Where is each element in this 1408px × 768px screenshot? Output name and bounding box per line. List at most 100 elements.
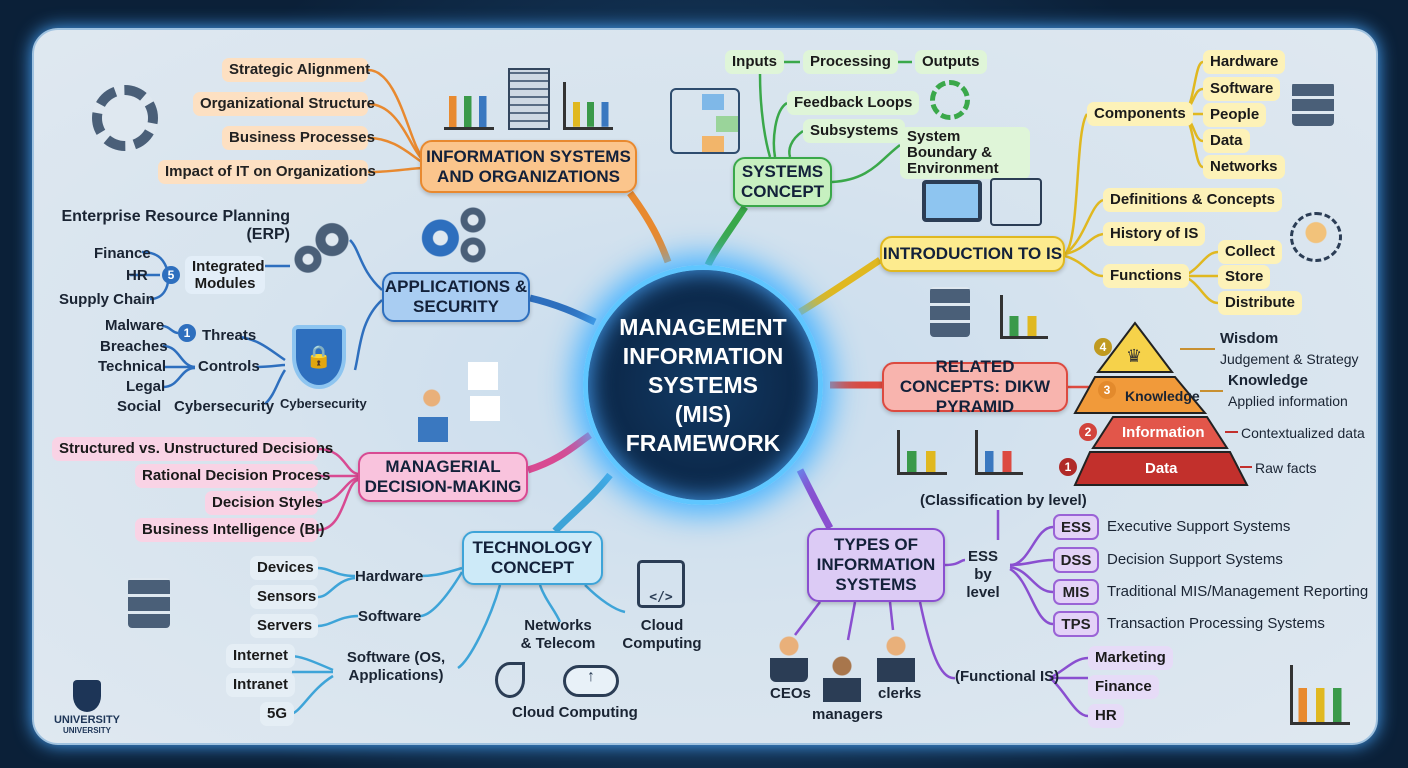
systems-title: SYSTEMS CONCEPT bbox=[740, 162, 825, 201]
security-item: Technical bbox=[98, 358, 167, 375]
hardware-item[interactable]: Servers bbox=[250, 614, 318, 638]
mis-badge[interactable]: MIS bbox=[1053, 579, 1099, 605]
dikw-title: RELATED CONCEPTS: DIKW PYRAMID bbox=[899, 357, 1051, 416]
office-building-icon bbox=[508, 68, 550, 130]
types-title: TYPES OF INFORMATION SYSTEMS bbox=[816, 535, 936, 594]
security-item: Malware bbox=[105, 317, 165, 334]
clerk-person-icon bbox=[877, 634, 915, 682]
history-item[interactable]: History of IS bbox=[1103, 222, 1206, 246]
classification-label: (Classification by level) bbox=[920, 492, 1087, 509]
hardware-item[interactable]: Sensors bbox=[250, 585, 318, 609]
pyramid-data bbox=[1073, 451, 1249, 486]
decision-item[interactable]: Business Intelligence (BI) bbox=[135, 518, 325, 542]
hardware-label: Hardware bbox=[355, 568, 424, 585]
controls-label: Controls bbox=[198, 358, 260, 375]
laptop-icon bbox=[922, 180, 982, 222]
tps-badge[interactable]: TPS bbox=[1053, 611, 1099, 637]
crown-icon: ♛ bbox=[1126, 346, 1143, 366]
satellite-dish-icon bbox=[495, 662, 525, 698]
hardware-item[interactable]: Devices bbox=[250, 556, 318, 580]
pyramid-data-label: Data bbox=[1145, 460, 1178, 477]
tech-title: TECHNOLOGY CONCEPT bbox=[472, 538, 593, 577]
systems-item[interactable]: System Boundary & Environment bbox=[900, 127, 1030, 179]
code-server-icon: </> bbox=[637, 560, 685, 608]
functional-item[interactable]: Marketing bbox=[1088, 646, 1173, 670]
org-node[interactable]: INFORMATION SYSTEMS AND ORGANIZATIONS bbox=[420, 140, 637, 193]
decision-item[interactable]: Rational Decision Process bbox=[135, 464, 330, 488]
erp-module: Finance bbox=[94, 245, 151, 262]
function-item[interactable]: Collect bbox=[1218, 240, 1283, 264]
intro-node[interactable]: INTRODUCTION TO IS bbox=[880, 236, 1065, 272]
component-item[interactable]: Hardware bbox=[1203, 50, 1286, 74]
decision-title: MANAGERIAL DECISION-MAKING bbox=[364, 457, 522, 496]
decision-item[interactable]: Decision Styles bbox=[205, 491, 323, 515]
process-flow-icon bbox=[670, 88, 740, 154]
ceos-label: CEOs bbox=[770, 685, 811, 702]
component-item[interactable]: People bbox=[1203, 103, 1267, 127]
cloud-label: Cloud Computing bbox=[622, 617, 702, 652]
definitions-item[interactable]: Definitions & Concepts bbox=[1103, 188, 1283, 212]
functional-item[interactable]: Finance bbox=[1088, 675, 1159, 699]
dss-badge[interactable]: DSS bbox=[1053, 547, 1099, 573]
information-desc: Contextualized data bbox=[1241, 425, 1365, 441]
systems-item[interactable]: Feedback Loops bbox=[787, 91, 920, 115]
network-item[interactable]: Intranet bbox=[226, 673, 296, 697]
by-level-label: ESS by level bbox=[966, 548, 1000, 601]
component-item[interactable]: Data bbox=[1203, 129, 1250, 153]
mis-name: Traditional MIS/Management Reporting bbox=[1107, 583, 1369, 600]
recycle-arrows-icon bbox=[930, 80, 970, 120]
apps-node[interactable]: APPLICATIONS & SECURITY bbox=[382, 272, 530, 322]
network-item[interactable]: 5G bbox=[260, 702, 295, 726]
network-item[interactable]: Internet bbox=[226, 644, 296, 668]
manager-person-icon bbox=[823, 654, 861, 702]
gears-icon bbox=[420, 205, 488, 265]
types-node[interactable]: TYPES OF INFORMATION SYSTEMS bbox=[807, 528, 945, 602]
pyramid-knowledge-label: Knowledge bbox=[1125, 388, 1200, 404]
functions-label[interactable]: Functions bbox=[1103, 264, 1189, 288]
org-item[interactable]: Strategic Alignment bbox=[222, 58, 370, 82]
ceo-person-icon bbox=[770, 634, 808, 682]
knowledge-heading: Knowledge bbox=[1228, 372, 1309, 389]
pyramid-wisdom bbox=[1095, 321, 1175, 373]
org-item[interactable]: Organizational Structure bbox=[193, 92, 375, 116]
erp-module: HR bbox=[126, 267, 148, 284]
security-item: Social bbox=[117, 398, 162, 415]
flow-inputs[interactable]: Inputs bbox=[725, 50, 784, 74]
cybersecurity-label: Cybersecurity bbox=[174, 398, 275, 415]
tech-node[interactable]: TECHNOLOGY CONCEPT bbox=[462, 531, 603, 585]
components-label[interactable]: Components bbox=[1087, 102, 1193, 126]
server-people-icon bbox=[1292, 82, 1334, 126]
decision-node[interactable]: MANAGERIAL DECISION-MAKING bbox=[358, 452, 528, 502]
integrated-modules[interactable]: Integrated Modules bbox=[185, 256, 265, 294]
growth-chart-icon bbox=[1290, 665, 1350, 725]
cloud-upload-icon: ↑ bbox=[563, 665, 619, 697]
num-badge: 5 bbox=[162, 266, 180, 284]
software-detail-label: Software (OS, Applications) bbox=[346, 649, 446, 684]
gears-icon bbox=[290, 220, 350, 276]
component-item[interactable]: Networks bbox=[1203, 155, 1285, 179]
functional-item[interactable]: HR bbox=[1088, 704, 1124, 728]
ess-badge[interactable]: ESS bbox=[1053, 514, 1099, 540]
decision-item[interactable]: Structured vs. Unstructured Decisions bbox=[52, 437, 333, 461]
component-item[interactable]: Software bbox=[1203, 77, 1281, 101]
dikw-node[interactable]: RELATED CONCEPTS: DIKW PYRAMID bbox=[882, 357, 1068, 416]
types-connectors bbox=[794, 468, 1089, 718]
flow-processing[interactable]: Processing bbox=[803, 50, 898, 74]
server-stack-icon bbox=[128, 578, 170, 628]
org-item[interactable]: Business Processes bbox=[222, 126, 375, 150]
systems-node[interactable]: SYSTEMS CONCEPT bbox=[733, 157, 832, 207]
function-item[interactable]: Distribute bbox=[1218, 291, 1303, 315]
logo-line2: UNIVERSITY bbox=[62, 726, 111, 735]
center-hub[interactable]: MANAGEMENT INFORMATION SYSTEMS (MIS) FRA… bbox=[583, 265, 823, 505]
systems-item[interactable]: Subsystems bbox=[803, 119, 906, 143]
flow-outputs[interactable]: Outputs bbox=[915, 50, 987, 74]
num-badge: 3 bbox=[1098, 381, 1116, 399]
tps-name: Transaction Processing Systems bbox=[1107, 615, 1325, 632]
clerks-label: clerks bbox=[878, 685, 922, 702]
wisdom-desc: Judgement & Strategy bbox=[1220, 351, 1359, 367]
function-item[interactable]: Store bbox=[1218, 265, 1271, 289]
threats-label: Threats bbox=[202, 327, 257, 344]
org-item[interactable]: Impact of IT on Organizations bbox=[158, 160, 376, 184]
gear-chart-icon bbox=[92, 85, 158, 151]
intro-title: INTRODUCTION TO IS bbox=[882, 244, 1063, 263]
